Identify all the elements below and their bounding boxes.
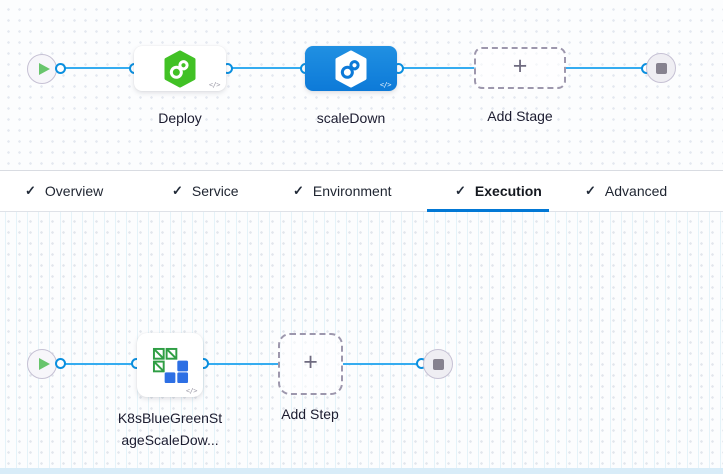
add-stage-label: Add Stage — [487, 108, 553, 124]
play-icon — [38, 63, 50, 75]
tab-label: Overview — [44, 183, 104, 199]
code-toggle-icon[interactable]: </> — [379, 81, 392, 89]
plus-icon: + — [512, 52, 528, 80]
pipeline-end-node[interactable] — [646, 53, 676, 83]
code-toggle-icon[interactable]: </> — [208, 81, 221, 89]
stage-card-deploy[interactable]: </> — [134, 46, 226, 91]
check-icon: ✓ — [455, 183, 466, 198]
tab-environment[interactable]: ✓ Environment — [293, 171, 392, 211]
code-toggle-icon[interactable]: </> — [185, 387, 198, 395]
connector-line — [566, 67, 648, 69]
add-step-button[interactable]: + — [278, 333, 343, 395]
active-tab-indicator — [427, 209, 549, 212]
step-label-line1: K8sBlueGreenSt — [117, 410, 223, 426]
pipeline-start-node[interactable] — [27, 54, 57, 84]
tab-service[interactable]: ✓ Service — [172, 171, 239, 211]
cd-hexagon-icon — [335, 50, 367, 87]
connector-point[interactable] — [55, 358, 66, 369]
stage-canvas[interactable]: </> Deploy </> scaleDown + Add Stage — [0, 0, 723, 170]
tab-label: Environment — [312, 183, 392, 199]
execution-step-canvas[interactable]: </> K8sBlueGreenSt ageScaleDow... + Add … — [0, 212, 723, 474]
connector-line — [343, 363, 423, 365]
tab-label: Execution — [474, 183, 542, 199]
k8s-bluegreen-icon — [152, 347, 188, 383]
connector-line — [60, 67, 136, 69]
stop-icon — [655, 62, 667, 74]
stage-config-tabbar: ✓ Overview ✓ Service ✓ Environment ✓ Exe… — [0, 170, 723, 212]
execution-end-node[interactable] — [423, 349, 453, 379]
cd-hexagon-icon — [164, 50, 196, 87]
add-step-label: Add Step — [281, 406, 339, 422]
stage-card-scaledown[interactable]: </> — [305, 46, 397, 91]
step-label-line2: ageScaleDow... — [121, 432, 219, 448]
tab-overview[interactable]: ✓ Overview — [25, 171, 103, 211]
tab-advanced[interactable]: ✓ Advanced — [585, 171, 667, 211]
tab-execution[interactable]: ✓ Execution — [455, 171, 542, 211]
connector-line — [227, 67, 307, 69]
stage-label: Deploy — [158, 110, 202, 126]
check-icon: ✓ — [25, 183, 36, 198]
tab-label: Advanced — [604, 183, 668, 199]
horizontal-scrollbar[interactable] — [0, 468, 723, 474]
stop-icon — [432, 358, 444, 370]
step-label: K8sBlueGreenSt ageScaleDow... — [105, 407, 235, 451]
stage-label: scaleDown — [316, 110, 386, 126]
execution-start-node[interactable] — [27, 349, 57, 379]
plus-icon: + — [303, 348, 318, 376]
tab-label: Service — [191, 183, 239, 199]
check-icon: ✓ — [585, 183, 596, 198]
play-icon — [38, 358, 50, 370]
check-icon: ✓ — [293, 183, 304, 198]
connector-line — [398, 67, 476, 69]
connector-point[interactable] — [55, 63, 66, 74]
connector-line — [60, 363, 139, 365]
check-icon: ✓ — [172, 183, 183, 198]
connector-line — [203, 363, 280, 365]
add-stage-button[interactable]: + — [474, 47, 566, 89]
step-card-k8s-bluegreen-scaledown[interactable]: </> — [137, 333, 203, 397]
